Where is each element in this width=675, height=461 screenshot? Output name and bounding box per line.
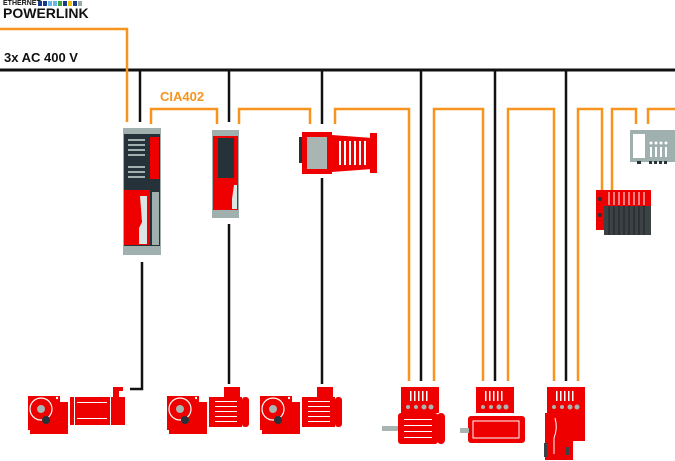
logo-color-bars: [38, 1, 82, 6]
powerlink-links: [149, 107, 675, 381]
geared-motor-2: [167, 387, 249, 434]
integrated-drive-motor-4: [382, 387, 445, 444]
integrated-drive-motor-5: [460, 387, 525, 443]
powerlink-trunk-line: [0, 27, 129, 122]
logo-bar: [38, 1, 42, 6]
logo-bar: [68, 1, 72, 6]
geared-motor-3: [260, 387, 342, 434]
logo-bar: [43, 1, 47, 6]
logo-bar: [58, 1, 62, 6]
logo-powerlink-text: POWERLINK: [3, 5, 89, 21]
geared-servo-motor-1: [28, 387, 125, 434]
logo-bar: [78, 1, 82, 6]
main-servo-drive: [123, 128, 161, 255]
integrated-drive-motor-6: [544, 387, 585, 460]
power-bus-label: 3x AC 400 V: [4, 50, 78, 65]
logo-bar: [53, 1, 57, 6]
controller-io-module: [630, 130, 675, 164]
robot-drive-module: [299, 132, 377, 174]
logo-ethernet-text: ETHERNET: [3, 0, 41, 7]
cia402-label: CIA402: [160, 89, 205, 104]
logo-bar: [63, 1, 67, 6]
power-drops: [130, 70, 568, 391]
logo-bar: [73, 1, 77, 6]
io-rack: [596, 190, 651, 235]
compact-servo-drive: [212, 130, 239, 218]
logo-bar: [48, 1, 52, 6]
